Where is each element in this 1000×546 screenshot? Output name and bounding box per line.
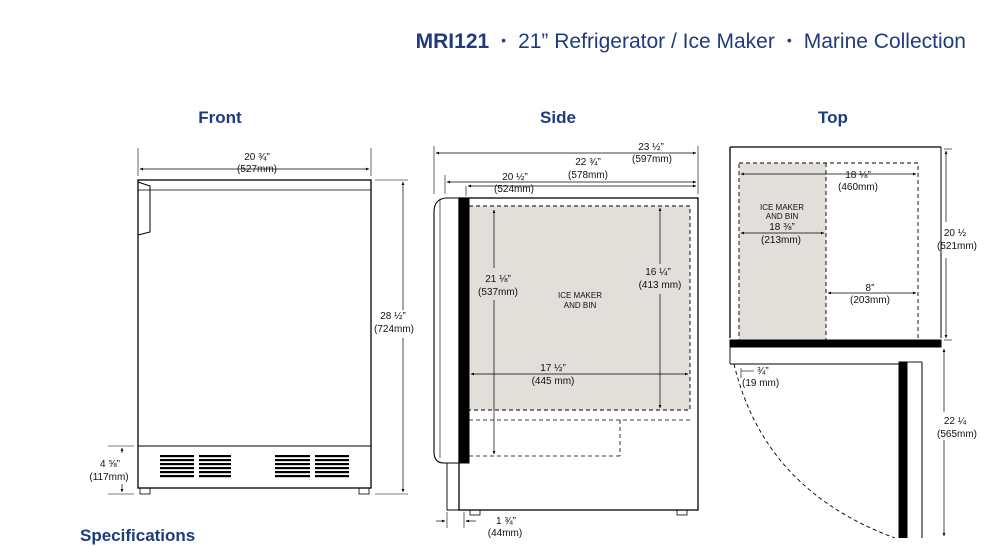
front-width-in: 20 ¾” bbox=[244, 152, 270, 163]
top-door-swing-in: 22 ¼ bbox=[944, 415, 967, 427]
top-depth-mm: (460mm) bbox=[838, 182, 878, 193]
front-height-in: 28 ½” bbox=[380, 311, 406, 322]
top-side-gap-in: 8” bbox=[866, 283, 875, 294]
side-door-offset-mm: (44mm) bbox=[488, 528, 522, 538]
top-door-gap-in: ¾” bbox=[757, 366, 769, 377]
top-width-mm: (521mm) bbox=[937, 241, 977, 252]
front-grille-vents bbox=[160, 455, 349, 478]
side-view-title: Side bbox=[540, 108, 576, 127]
front-width-mm: (527mm) bbox=[237, 164, 277, 175]
model-number: MRI121 bbox=[415, 30, 490, 53]
side-total-depth-in: 23 ½” bbox=[638, 142, 664, 153]
collection-name: Marine Collection bbox=[803, 30, 966, 53]
front-dimension-labels: 20 ¾” (527mm) 28 ½” (724mm) 4 ⅝” (117mm) bbox=[89, 152, 414, 483]
front-grille-in: 4 ⅝” bbox=[100, 459, 120, 470]
top-width-in: 20 ½ bbox=[944, 228, 967, 239]
top-bin-width-mm: (213mm) bbox=[761, 235, 801, 246]
side-door-height-mm: (537mm) bbox=[478, 287, 518, 298]
top-view-title: Top bbox=[818, 108, 848, 127]
front-view bbox=[108, 148, 408, 495]
front-grille-mm: (117mm) bbox=[89, 472, 128, 483]
front-height-mm: (724mm) bbox=[374, 324, 414, 335]
side-view bbox=[433, 146, 699, 528]
side-total-depth-mm: (597mm) bbox=[632, 154, 672, 165]
side-bin-depth-in: 17 ½” bbox=[540, 363, 566, 374]
top-door-swing-mm: (565mm) bbox=[937, 429, 977, 440]
side-body-depth-in: 22 ¾” bbox=[575, 157, 601, 168]
specifications-heading: Specifications bbox=[80, 526, 196, 545]
side-dimension-labels: 23 ½” (597mm) 22 ¾” (578mm) 20 ½” (524mm… bbox=[478, 142, 681, 538]
side-door-height-in: 21 ⅛” bbox=[485, 274, 511, 285]
top-bin-label: ICE MAKER bbox=[760, 203, 804, 212]
side-bin-label: ICE MAKER bbox=[558, 291, 602, 300]
top-depth-in: 18 ⅛” bbox=[845, 170, 871, 181]
top-view bbox=[729, 146, 952, 538]
top-bin-width-in: 18 ⅜” bbox=[769, 222, 795, 233]
separator-dot: • bbox=[501, 32, 507, 48]
side-bin-depth-mm: (445 mm) bbox=[532, 376, 575, 387]
top-door-gap-mm: (19 mm) bbox=[742, 378, 779, 389]
side-bin-height-in: 16 ¼” bbox=[645, 266, 671, 278]
side-door-offset-in: 1 ¾” bbox=[496, 516, 516, 527]
side-bin-label: AND BIN bbox=[564, 301, 597, 310]
top-side-gap-mm: (203mm) bbox=[850, 295, 890, 306]
side-bin-height-mm: (413 mm) bbox=[639, 280, 682, 291]
front-view-title: Front bbox=[198, 108, 242, 127]
top-bin-label: AND BIN bbox=[766, 212, 799, 221]
side-cabinet-depth-in: 20 ½” bbox=[502, 172, 528, 183]
separator-dot: • bbox=[786, 32, 792, 48]
product-description: 21” Refrigerator / Ice Maker bbox=[518, 30, 775, 53]
page-header: MRI121 • 21” Refrigerator / Ice Maker • Mari… bbox=[0, 30, 966, 54]
top-dimension-labels: 18 ⅛” (460mm) ICE MAKER AND BIN 18 ⅜” (2… bbox=[742, 170, 977, 440]
side-cabinet-depth-mm: (524mm) bbox=[494, 184, 534, 195]
side-body-depth-mm: (578mm) bbox=[568, 170, 608, 181]
